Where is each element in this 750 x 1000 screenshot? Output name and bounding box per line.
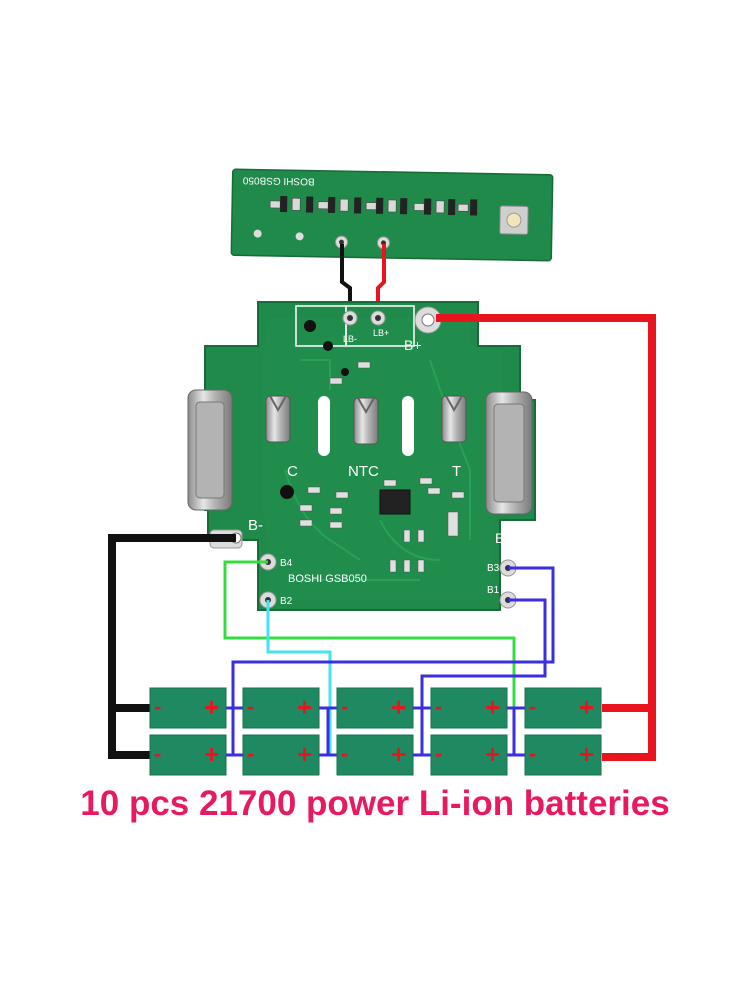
battery-minus-sign: - bbox=[529, 694, 536, 719]
battery-plus-sign: + bbox=[579, 739, 594, 769]
battery-minus-sign: - bbox=[154, 741, 161, 766]
b3-wire bbox=[231, 566, 555, 755]
battery-plus-sign: + bbox=[204, 692, 219, 722]
series-links bbox=[224, 706, 525, 757]
battery-cell: -+ bbox=[149, 687, 227, 729]
battery-plus-sign: + bbox=[391, 739, 406, 769]
battery-minus-sign: - bbox=[154, 694, 161, 719]
battery-cell-body bbox=[430, 687, 508, 729]
b-plus-side-label: B+ bbox=[495, 530, 513, 546]
battery-cell: -+ bbox=[430, 734, 508, 776]
battery-plus-sign: + bbox=[297, 692, 312, 722]
top-board-model-label: BOSHI GSB050 bbox=[242, 174, 314, 186]
battery-cell: -+ bbox=[242, 734, 320, 776]
battery-cell: -+ bbox=[524, 687, 602, 729]
battery-minus-sign: - bbox=[247, 694, 254, 719]
battery-plus-sign: + bbox=[297, 739, 312, 769]
led-indicator-board: BOSHI GSB050 bbox=[230, 168, 554, 262]
terminal-clip-c bbox=[265, 395, 291, 443]
side-rail-right bbox=[485, 391, 533, 515]
battery-plus-sign: + bbox=[485, 692, 500, 722]
b-minus-wire bbox=[108, 534, 236, 759]
ntc-terminal-label: NTC bbox=[348, 463, 379, 480]
battery-minus-sign: - bbox=[341, 741, 348, 766]
ic-chip bbox=[379, 489, 411, 515]
b1-label: B1 bbox=[487, 585, 500, 596]
side-rail-left bbox=[187, 389, 233, 511]
battery-minus-sign: - bbox=[529, 741, 536, 766]
b-plus-wire bbox=[436, 314, 656, 761]
b1-wire bbox=[420, 598, 547, 755]
t-terminal-label: T bbox=[452, 463, 461, 480]
battery-minus-sign: - bbox=[435, 694, 442, 719]
battery-cell: -+ bbox=[336, 734, 414, 776]
b4-label: B4 bbox=[280, 558, 293, 569]
caption-title: 10 pcs 21700 power Li-ion batteries bbox=[80, 784, 670, 823]
terminal-clip-ntc bbox=[353, 397, 379, 445]
battery-cell-body bbox=[149, 734, 227, 776]
battery-cell-body bbox=[524, 734, 602, 776]
battery-cell: -+ bbox=[149, 734, 227, 776]
battery-cell: -+ bbox=[242, 687, 320, 729]
terminal-clip-t bbox=[441, 395, 467, 443]
battery-plus-sign: + bbox=[204, 739, 219, 769]
battery-cell-body bbox=[242, 734, 320, 776]
b3-label: B3 bbox=[487, 563, 500, 574]
battery-cell-body bbox=[524, 687, 602, 729]
battery-cell-body bbox=[430, 734, 508, 776]
battery-cell: -+ bbox=[430, 687, 508, 729]
battery-cell-body bbox=[336, 687, 414, 729]
lb-minus-label: LB- bbox=[343, 334, 357, 344]
c-terminal-label: C bbox=[287, 463, 298, 480]
battery-minus-sign: - bbox=[247, 741, 254, 766]
lb-plus-label: LB+ bbox=[373, 328, 389, 338]
battery-plus-sign: + bbox=[579, 692, 594, 722]
b-minus-label: B- bbox=[248, 517, 263, 534]
main-bms-board: LB- LB+ B+ bbox=[187, 301, 536, 611]
battery-plus-sign: + bbox=[485, 739, 500, 769]
battery-cell-body bbox=[336, 734, 414, 776]
battery-minus-sign: - bbox=[435, 741, 442, 766]
main-board-model-label: BOSHI GSB050 bbox=[288, 573, 367, 585]
b2-label: B2 bbox=[280, 596, 293, 607]
battery-plus-sign: + bbox=[391, 692, 406, 722]
b-plus-top-label: B+ bbox=[404, 337, 422, 353]
battery-bank: -+-+-+-+-+-+-+-+-+-+ bbox=[149, 687, 602, 776]
battery-cell: -+ bbox=[524, 734, 602, 776]
battery-cell-body bbox=[149, 687, 227, 729]
battery-cell-body bbox=[242, 687, 320, 729]
battery-minus-sign: - bbox=[341, 694, 348, 719]
battery-cell: -+ bbox=[336, 687, 414, 729]
b2-wire bbox=[266, 600, 332, 755]
